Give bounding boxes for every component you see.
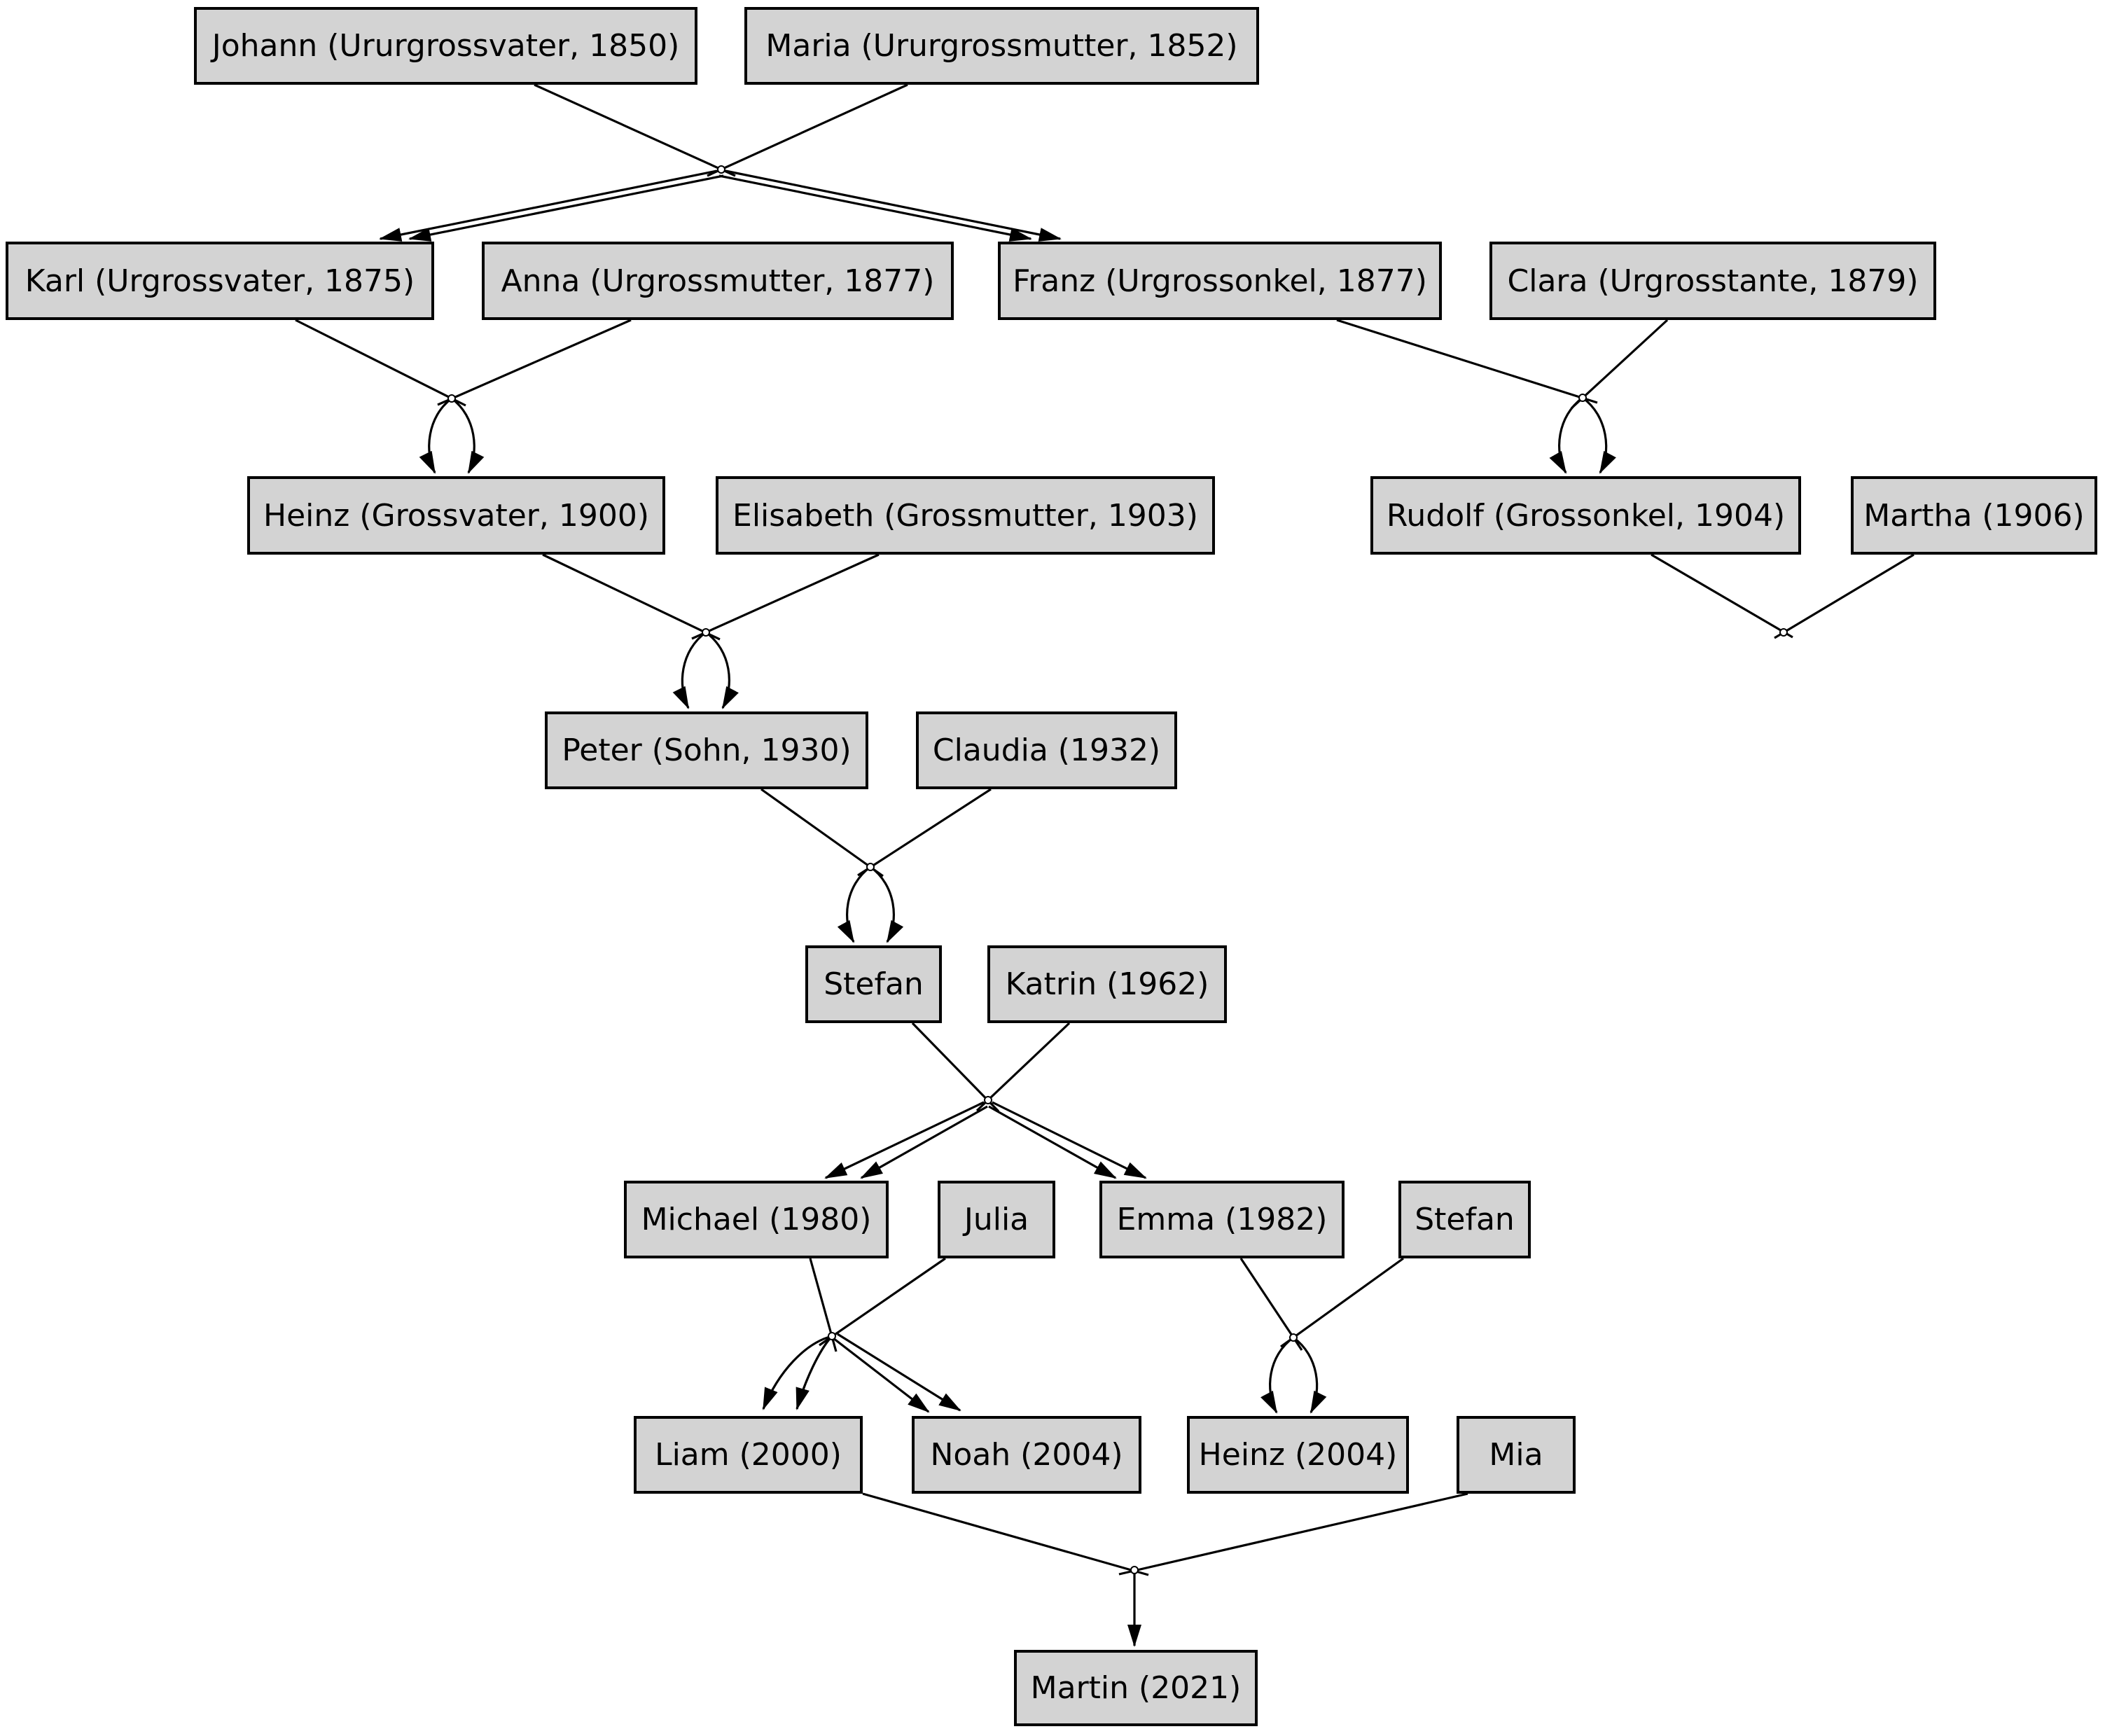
- node-mia: Mia: [1457, 1416, 1576, 1494]
- node-heinz-jr: Heinz (2004): [1187, 1416, 1409, 1494]
- node-noah: Noah (2004): [912, 1416, 1141, 1494]
- union-johann-maria: [379, 83, 1062, 242]
- union-emma-stefan: [1239, 1257, 1404, 1414]
- node-emma: Emma (1982): [1099, 1181, 1345, 1258]
- node-peter: Peter (Sohn, 1930): [545, 711, 868, 789]
- node-julia: Julia: [938, 1181, 1055, 1258]
- node-rudolf: Rudolf (Grossonkel, 1904): [1370, 476, 1801, 555]
- node-maria: Maria (Ururgrossmutter, 1852): [744, 7, 1259, 85]
- union-peter-claudia: [760, 788, 992, 943]
- node-katrin: Katrin (1962): [987, 945, 1227, 1023]
- union-liam-mia: [862, 1492, 1468, 1647]
- node-martha: Martha (1906): [1851, 476, 2097, 555]
- union-stefan-katrin: [824, 1022, 1147, 1179]
- union-heinz-elisabeth: [542, 553, 880, 709]
- node-karl: Karl (Urgrossvater, 1875): [6, 242, 434, 320]
- node-martin: Martin (2021): [1014, 1650, 1258, 1726]
- node-heinz: Heinz (Grossvater, 1900): [247, 476, 665, 555]
- node-stefan-sr: Stefan: [805, 945, 942, 1023]
- node-claudia: Claudia (1932): [916, 711, 1177, 789]
- union-franz-clara: [1336, 319, 1669, 474]
- node-johann: Johann (Ururgrossvater, 1850): [194, 7, 697, 85]
- union-michael-julia: [762, 1257, 961, 1413]
- node-anna: Anna (Urgrossmutter, 1877): [482, 242, 954, 320]
- node-elisabeth: Elisabeth (Grossmutter, 1903): [716, 476, 1215, 555]
- union-karl-anna: [295, 319, 632, 474]
- node-liam: Liam (2000): [634, 1416, 863, 1494]
- node-michael: Michael (1980): [624, 1181, 889, 1258]
- node-stefan-jr: Stefan: [1398, 1181, 1531, 1258]
- node-clara: Clara (Urgrosstante, 1879): [1489, 242, 1936, 320]
- node-franz: Franz (Urgrossonkel, 1877): [998, 242, 1442, 320]
- union-rudolf-martha: [1651, 553, 1915, 639]
